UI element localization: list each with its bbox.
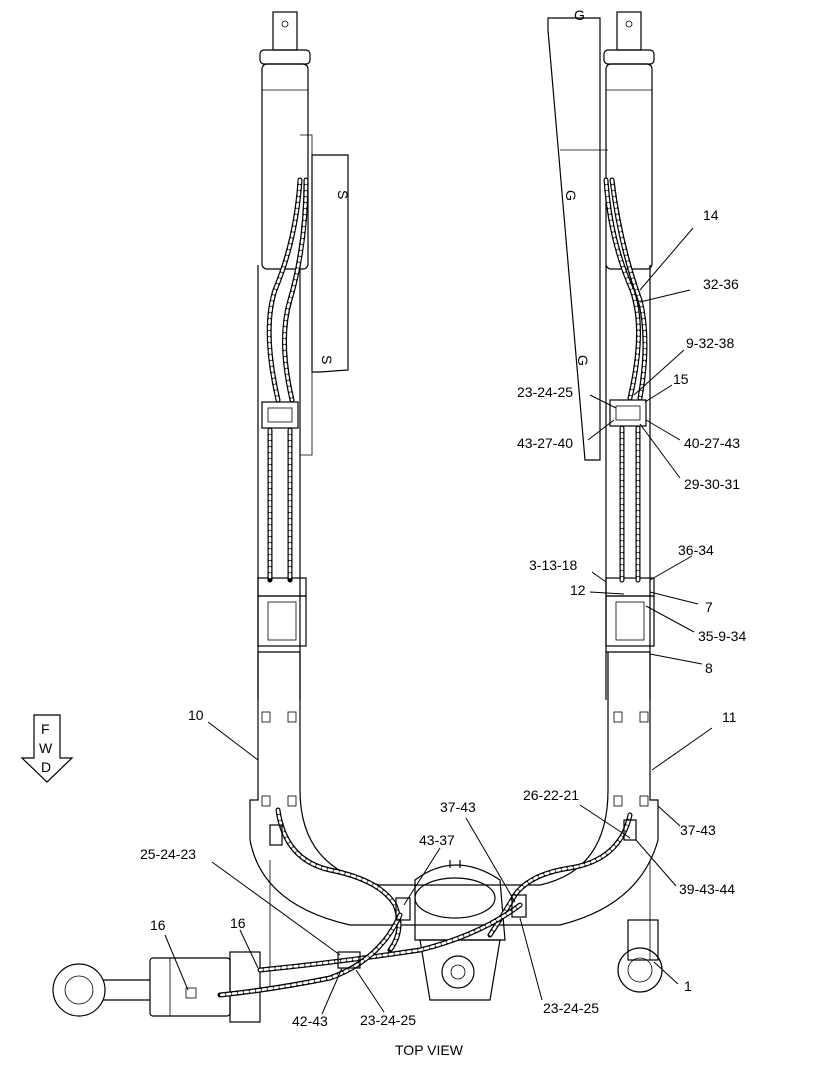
callout-37-43-right: 37-43	[680, 822, 716, 838]
svg-text:G: G	[575, 355, 591, 366]
callout-29-30-31: 29-30-31	[684, 476, 740, 492]
callout-labels: 14 32-36 9-32-38 15 23-24-25 43-27-40 40…	[140, 207, 746, 1029]
callout-1: 1	[684, 978, 692, 994]
left-boom-arm: S S	[249, 11, 351, 840]
callout-15: 15	[673, 371, 689, 387]
lower-frame	[52, 789, 663, 1023]
callout-36-34: 36-34	[678, 542, 714, 558]
callout-11: 11	[722, 709, 737, 725]
callout-7: 7	[705, 599, 713, 615]
callout-43-37: 43-37	[419, 832, 455, 848]
callout-37-43-mid: 37-43	[440, 799, 476, 815]
fwd-letter-f: F	[41, 721, 50, 737]
callout-26-22-21: 26-22-21	[523, 787, 579, 803]
forward-arrow: F W D	[20, 714, 74, 783]
callout-43-27-40: 43-27-40	[517, 435, 573, 451]
callout-3-13-18: 3-13-18	[529, 557, 577, 573]
callout-23-24-25-bl: 23-24-25	[360, 1012, 416, 1028]
callout-10: 10	[188, 707, 204, 723]
callout-23-24-25-top: 23-24-25	[517, 384, 573, 400]
fwd-letter-w: W	[39, 740, 53, 756]
callout-16-b: 16	[230, 915, 246, 931]
callout-32-36: 32-36	[703, 276, 739, 292]
hydraulic-hoses	[217, 177, 648, 998]
callout-9-32-38: 9-32-38	[686, 335, 734, 351]
svg-text:S: S	[319, 355, 335, 364]
leader-lines	[164, 227, 713, 1015]
callout-8: 8	[705, 660, 713, 676]
callout-25-24-23: 25-24-23	[140, 846, 196, 862]
callout-16-a: 16	[150, 917, 166, 933]
callout-14: 14	[703, 207, 719, 223]
fwd-letter-d: D	[41, 759, 51, 775]
callout-42-43: 42-43	[292, 1013, 328, 1029]
callout-12: 12	[570, 582, 586, 598]
right-boom-arm: G G G	[547, 7, 659, 840]
svg-text:G: G	[563, 190, 579, 201]
callout-39-43-44: 39-43-44	[679, 881, 735, 897]
callout-40-27-43: 40-27-43	[684, 435, 740, 451]
callout-35-9-34: 35-9-34	[698, 628, 746, 644]
callout-23-24-25-br: 23-24-25	[543, 1000, 599, 1016]
svg-text:G: G	[574, 7, 585, 23]
svg-text:S: S	[335, 190, 351, 199]
view-caption: TOP VIEW	[395, 1042, 464, 1058]
